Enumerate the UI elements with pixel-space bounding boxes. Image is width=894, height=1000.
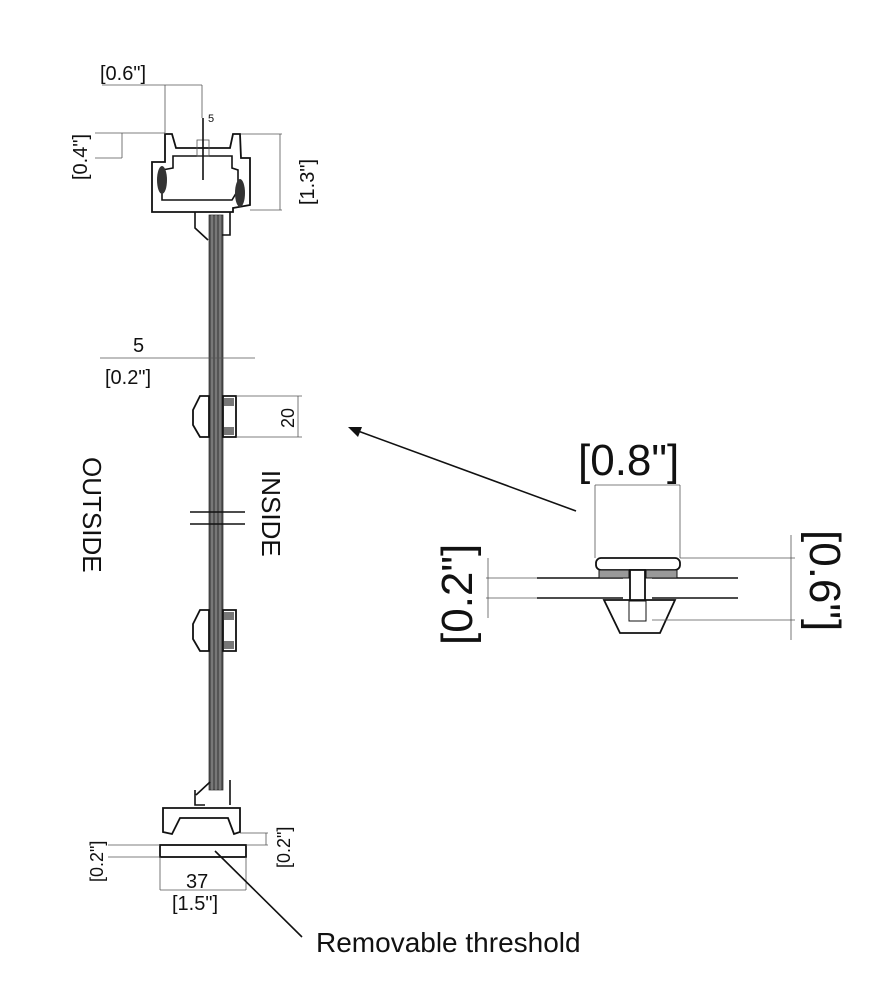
glass-in-label: [0.2"] [105,367,151,389]
clip-lower [192,609,237,652]
threshold-mm-label: 37 [186,871,208,893]
top-profile [151,118,251,241]
top-gap-label: 5 [208,113,214,125]
break-mark [190,511,245,525]
threshold-callout-label: Removable threshold [316,927,581,958]
top-dimensions [95,84,282,211]
glass-panel [208,214,224,791]
threshold-dimensions [108,832,303,938]
clip-dimension [236,395,302,438]
removable-threshold [159,844,247,858]
detail-view [537,557,738,634]
clip-height-label: 20 [278,408,298,428]
detail-width-label: [0.8"] [578,436,679,485]
threshold-right-label: [0.2"] [274,827,294,868]
outside-label: OUTSIDE [77,457,107,573]
threshold-in-label: [1.5"] [172,893,218,915]
detail-glass-label: [0.2"] [433,544,482,645]
detail-dimensions [486,484,795,640]
threshold-left-label: [0.2"] [87,841,107,882]
detail-height-label: [0.6"] [800,530,849,631]
top-width-label: [0.6"] [100,63,146,85]
inside-label: INSIDE [256,470,286,557]
bottom-profile [162,780,241,836]
top-lip-label: [0.4"] [70,134,92,180]
top-height-label: [1.3"] [297,159,319,205]
glass-mm-label: 5 [133,335,144,357]
detail-leader-arrow [348,427,577,512]
